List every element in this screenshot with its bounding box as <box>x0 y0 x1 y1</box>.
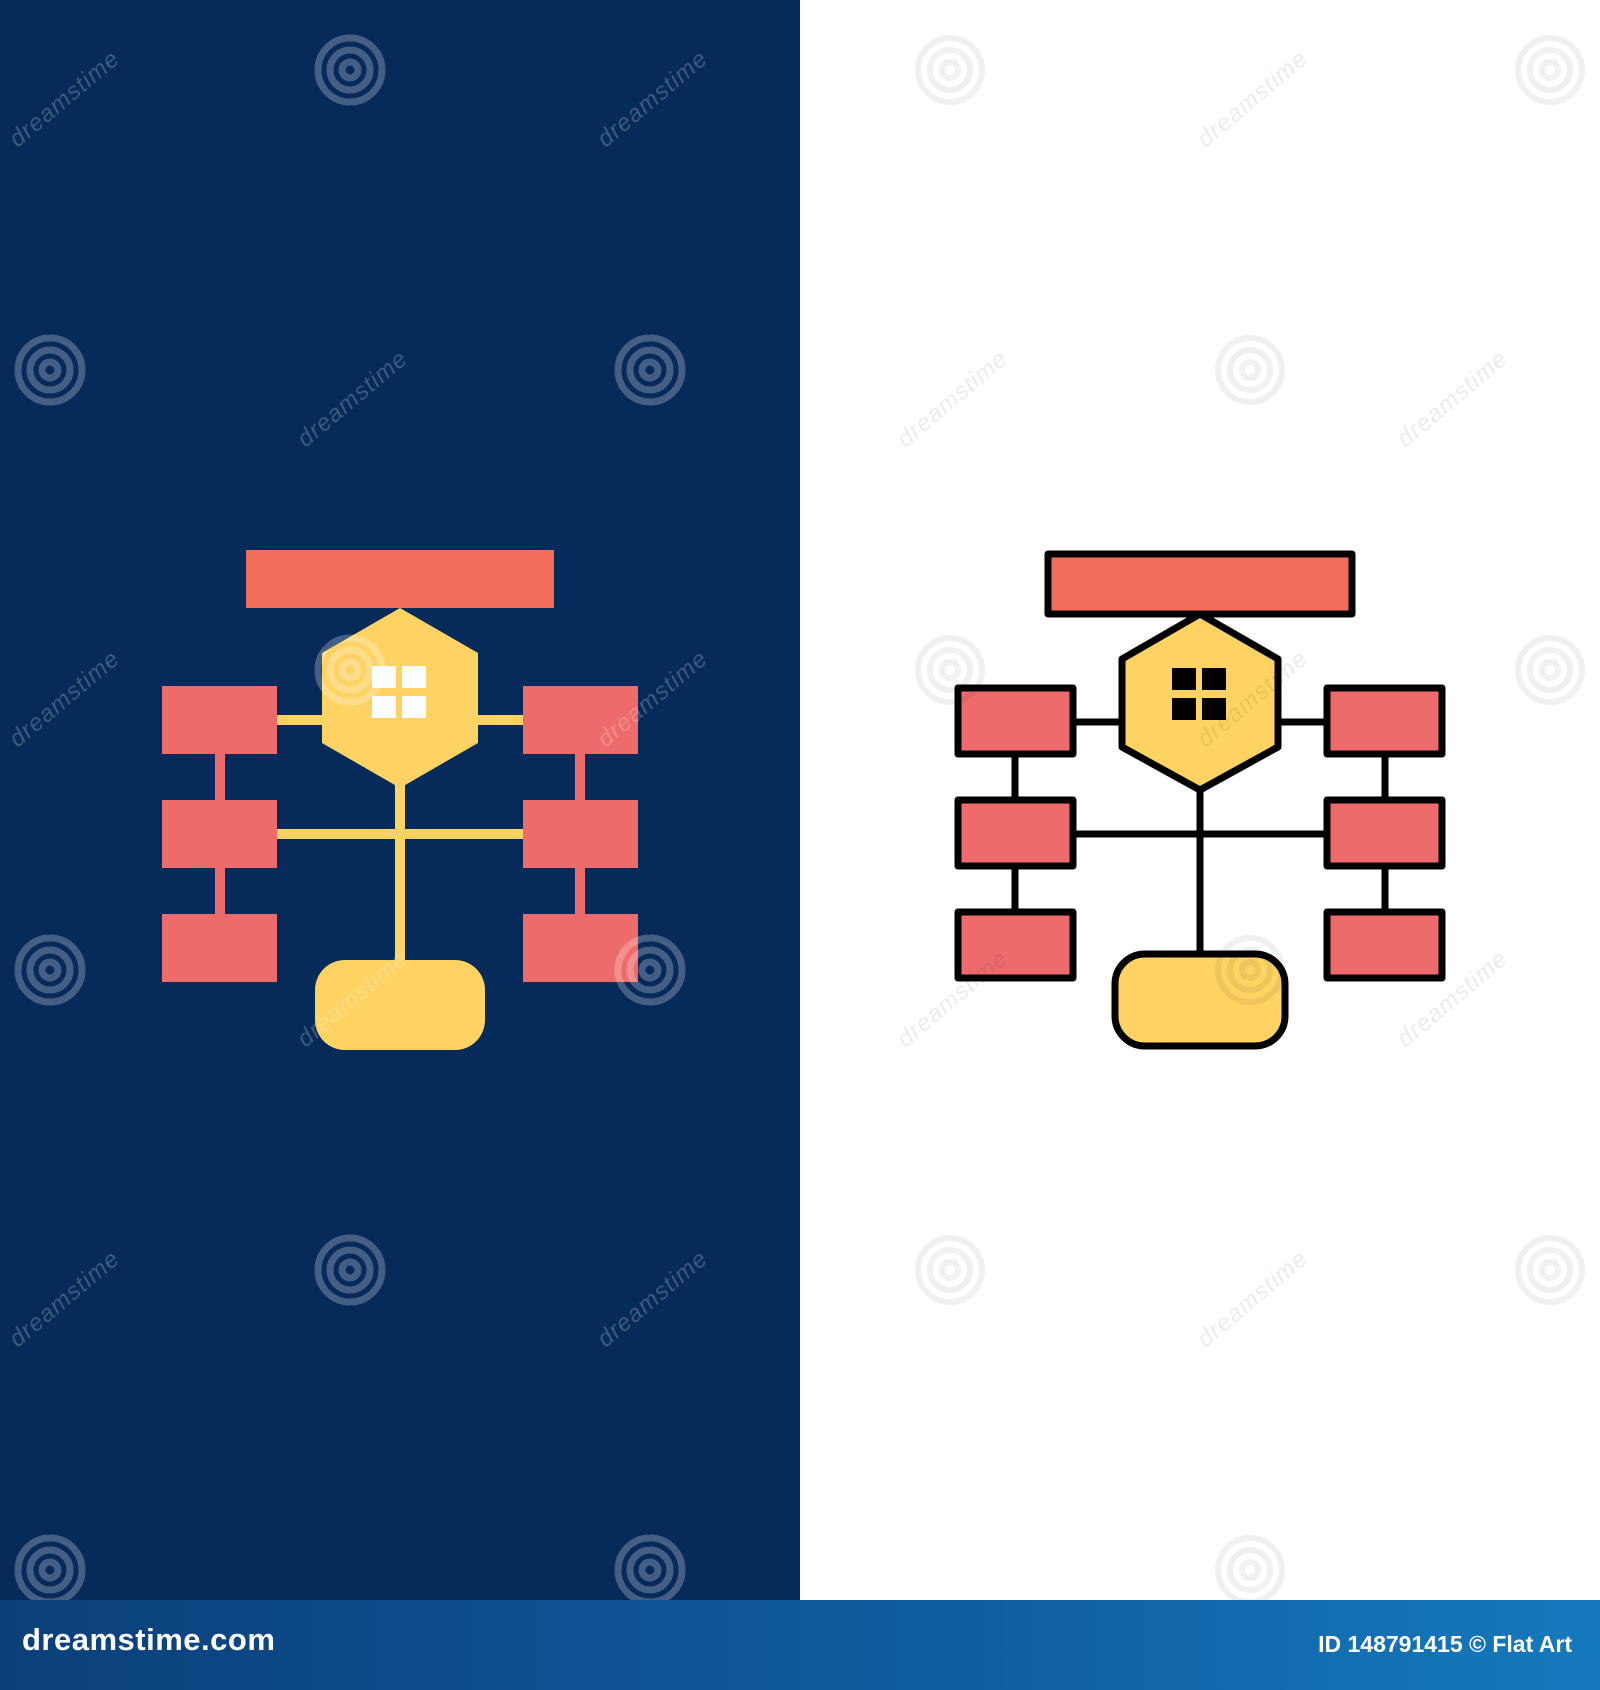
footer-bar: dreamstime.com ID 148791415 © Flat Art <box>0 1600 1600 1690</box>
left-box-1 <box>162 686 277 754</box>
right-box-2 <box>523 800 638 868</box>
right-box-2 <box>1323 796 1446 870</box>
watermark-spirals <box>14 34 686 1600</box>
right-box-3 <box>523 914 638 982</box>
terminal-node <box>315 960 485 1050</box>
hexagon-node <box>1118 610 1282 794</box>
grid-glyph <box>1172 668 1226 720</box>
left-box-1 <box>954 684 1077 758</box>
left-box-3 <box>954 908 1077 982</box>
grid-glyph <box>372 666 426 718</box>
terminal-node <box>1111 950 1289 1050</box>
side-links <box>215 752 585 916</box>
header-block <box>1044 550 1356 618</box>
flowchart-flat-icon <box>0 0 800 1600</box>
footer-logo-text[interactable]: dreamstime.com <box>22 1622 276 1657</box>
header-block <box>246 550 554 608</box>
flowchart-filled-outline-icon <box>800 0 1600 1600</box>
right-box-1 <box>1323 684 1446 758</box>
left-box-2 <box>162 800 277 868</box>
footer-image-id: ID 148791415 © Flat Art <box>1318 1631 1572 1657</box>
flat-icon-panel: dreamstime dreamstime dreamstime dreamst… <box>0 0 800 1600</box>
right-box-1 <box>523 686 638 754</box>
watermark-spirals <box>915 35 1585 1600</box>
left-box-3 <box>162 914 277 982</box>
left-box-2 <box>954 796 1077 870</box>
hexagon-node <box>322 608 478 788</box>
right-box-3 <box>1323 908 1446 982</box>
outline-icon-panel: dreamstime dreamstime dreamstime dreamst… <box>800 0 1600 1600</box>
